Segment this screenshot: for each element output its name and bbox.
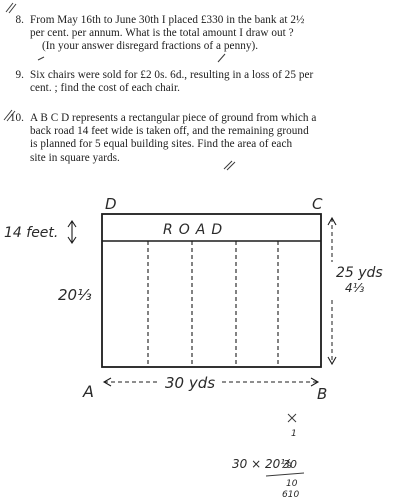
working-multiplication: 30 × 20⅓ <box>232 457 292 471</box>
question-line: A B C D represents a rectangular piece o… <box>30 112 317 124</box>
height-label: 25 yds <box>336 265 383 281</box>
working-total: 610 <box>282 490 299 500</box>
question-line: cent. ; find the cost of each chair. <box>30 82 180 95</box>
corner-label-d: D <box>105 195 117 213</box>
road-width-label: 14 feet. <box>4 225 58 241</box>
working-sum: 10 <box>286 479 298 489</box>
corner-label-b: B <box>317 385 327 403</box>
handwritten-note-right: 4⅓ <box>345 281 365 295</box>
working-top: 1 <box>291 429 297 439</box>
question-line: is planned for 5 equal building sites. F… <box>30 138 293 151</box>
cross-mark-icon <box>287 413 297 423</box>
question-line: Six chairs were sold for £2 0s. 6d., res… <box>30 69 314 81</box>
arrow-head-icon <box>67 236 77 244</box>
question-number: 9. <box>15 69 24 81</box>
corner-label-c: C <box>312 195 323 213</box>
handwritten-note-left: 20⅓ <box>58 286 92 304</box>
arrow-head-icon <box>102 377 112 387</box>
arrow-head-icon <box>310 377 320 387</box>
corner-label-a: A <box>82 382 94 401</box>
question-line: From May 16th to June 30th I placed £330… <box>30 14 305 26</box>
ground-plan <box>67 213 337 387</box>
road-label: ROAD <box>163 222 228 238</box>
question-text: A B C D represents a rectangular piece o… <box>30 112 316 165</box>
arrow-head-icon <box>327 356 337 366</box>
arrow-head-icon <box>67 220 77 228</box>
question-number: 10. <box>9 112 24 124</box>
question-text: Six chairs were sold for £2 0s. 6d., res… <box>30 69 313 95</box>
working-product: 30 <box>283 458 297 471</box>
question-line: back road 14 feet wide is taken off, and… <box>30 125 309 138</box>
arrow-head-icon <box>327 216 337 226</box>
pencil-tick-marks <box>3 2 236 171</box>
question-text: From May 16th to June 30th I placed £330… <box>30 14 304 54</box>
working-line <box>265 472 305 477</box>
ground-rectangle <box>101 213 322 368</box>
question-line: per cent. per annum. What is the total a… <box>30 27 294 40</box>
pencil-working: 1 30 × 20⅓ 30 10 610 <box>232 413 305 500</box>
question-line: (In your answer disregard fractions of a… <box>42 40 259 53</box>
question-number: 8. <box>15 14 24 26</box>
question-line: site in square yards. <box>30 151 120 164</box>
width-label: 30 yds <box>165 374 215 392</box>
site-dividers <box>147 241 279 367</box>
